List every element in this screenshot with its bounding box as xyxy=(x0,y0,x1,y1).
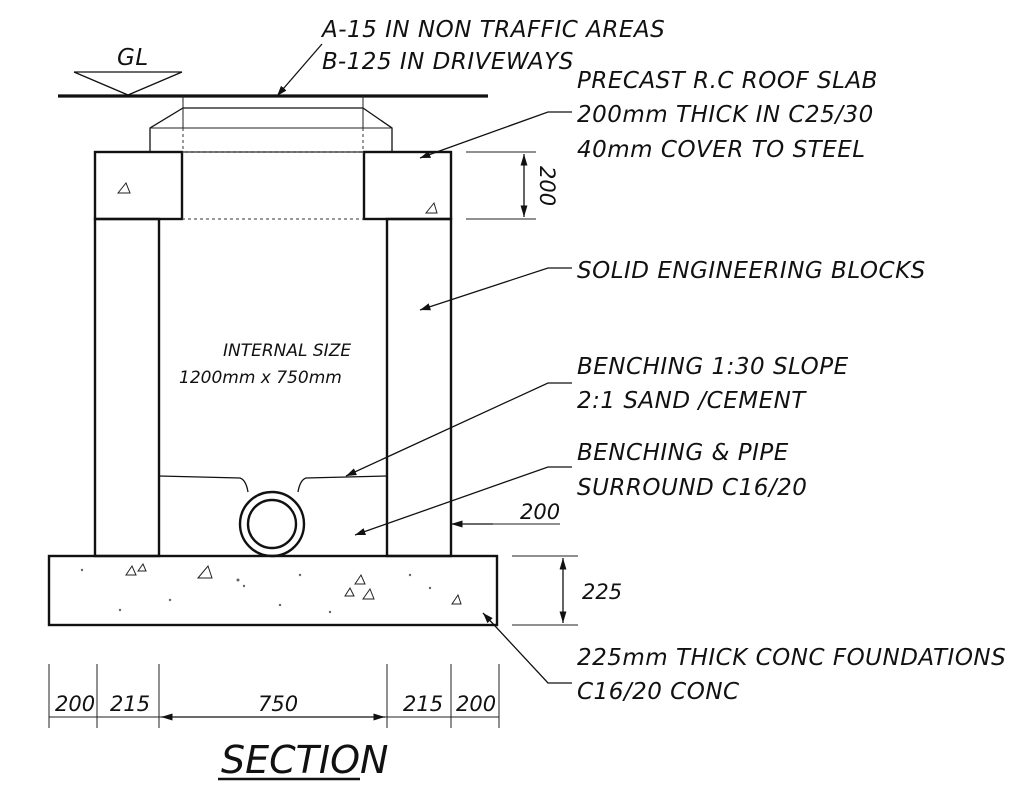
benching-line xyxy=(158,475,388,493)
note-surround-line2: SURROUND C16/20 xyxy=(577,475,807,501)
manhole-cover-frame xyxy=(149,96,393,153)
note-surround-line1: BENCHING & PIPE xyxy=(577,440,789,466)
note-slab-line3: 40mm COVER TO STEEL xyxy=(577,137,866,163)
pipe-outer xyxy=(238,490,306,558)
dimension-chain-bottom: 200 215 750 215 200 xyxy=(48,664,500,728)
dim-slab-thickness-text: 200 xyxy=(535,166,559,206)
note-cover-line1: A-15 IN NON TRAFFIC AREAS xyxy=(320,17,665,43)
leader-blocks xyxy=(419,267,572,311)
section-title: SECTION xyxy=(218,738,388,782)
leader-slab xyxy=(419,111,572,159)
dim-bottom-4: 215 xyxy=(403,692,443,716)
leader-surround xyxy=(354,466,572,536)
foundation-slab xyxy=(47,554,499,627)
note-foundation-line1: 225mm THICK CONC FOUNDATIONS xyxy=(577,645,1006,671)
roof-slab xyxy=(93,150,453,221)
foundation-aggregate-marks xyxy=(80,562,462,614)
dimension-wall-thickness: 200 xyxy=(451,500,560,528)
internal-size-label: INTERNAL SIZE 1200mm x 750mm xyxy=(179,341,351,388)
leader-foundation xyxy=(482,612,572,684)
block-wall-right xyxy=(385,217,453,558)
section-title-text: SECTION xyxy=(221,738,388,782)
ground-level-triangle-icon xyxy=(73,71,183,96)
internal-size-value: 1200mm x 750mm xyxy=(179,368,342,388)
ground-level-label: GL xyxy=(117,45,149,71)
dimension-slab-thickness: 200 xyxy=(466,151,559,220)
dim-bottom-2: 215 xyxy=(110,692,150,716)
benching-and-pipe xyxy=(158,475,388,558)
block-wall-left xyxy=(93,217,161,558)
dim-bottom-5: 200 xyxy=(456,692,496,716)
ground-level: GL xyxy=(58,45,488,98)
dim-bottom-3: 750 xyxy=(258,692,298,716)
note-slab-line1: PRECAST R.C ROOF SLAB xyxy=(577,68,878,94)
internal-size-title: INTERNAL SIZE xyxy=(223,341,351,361)
dim-bottom-1: 200 xyxy=(55,692,95,716)
pipe-inner xyxy=(246,498,298,550)
leader-benching xyxy=(345,382,572,477)
dim-wall-thickness-text: 200 xyxy=(520,500,560,524)
foundation xyxy=(47,554,499,627)
roof-slab-right xyxy=(362,150,453,221)
note-foundation-line2: C16/20 CONC xyxy=(577,679,740,705)
note-slab-line2: 200mm THICK IN C25/30 xyxy=(577,102,874,128)
leaders xyxy=(276,43,572,684)
leader-cover xyxy=(276,43,323,97)
note-cover-line2: B-125 IN DRIVEWAYS xyxy=(322,49,574,75)
note-benching-line2: 2:1 SAND /CEMENT xyxy=(577,388,807,414)
notes: A-15 IN NON TRAFFIC AREAS B-125 IN DRIVE… xyxy=(320,17,1006,705)
note-benching-line1: BENCHING 1:30 SLOPE xyxy=(577,354,849,380)
roof-slab-left xyxy=(93,150,184,221)
dim-foundation-thickness-text: 225 xyxy=(582,580,622,604)
note-blocks: SOLID ENGINEERING BLOCKS xyxy=(577,258,926,284)
dimension-foundation-thickness: 225 xyxy=(512,555,622,626)
